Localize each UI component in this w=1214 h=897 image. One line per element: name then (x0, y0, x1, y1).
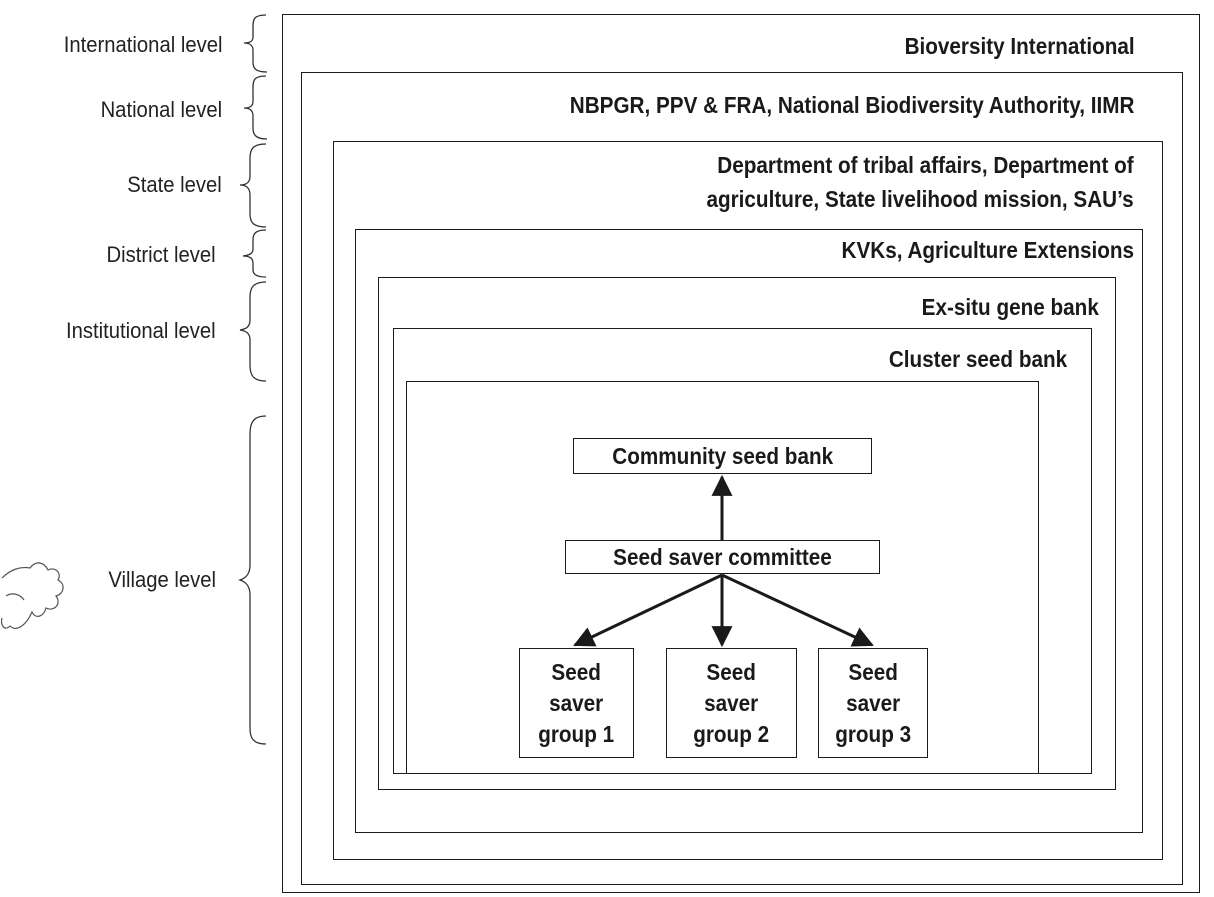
level-district: District level (106, 242, 216, 267)
community-seed-bank-label: Community seed bank (612, 442, 833, 469)
seed-saver-group-1-label: Seed saver group 1 (538, 658, 615, 747)
box-cluster-label: Cluster seed bank (888, 346, 1067, 372)
level-village: Village level (108, 567, 216, 592)
box-exsitu: Ex-situ gene bank (378, 277, 1116, 790)
box-state-label-1: Department of tribal affairs, Department… (717, 152, 1134, 178)
seed-saver-group-1: Seed saver group 1 (519, 648, 634, 758)
seed-saver-group-3-label: Seed saver group 3 (835, 658, 911, 747)
box-international: Bioversity International (282, 14, 1200, 893)
box-national: NBPGR, PPV & FRA, National Biodiversity … (301, 72, 1183, 885)
box-state-label-2: agriculture, State livelihood mission, S… (706, 186, 1134, 212)
box-village (406, 381, 1039, 774)
brace-icon (237, 14, 268, 745)
level-state: State level (127, 172, 222, 197)
box-national-label: NBPGR, PPV & FRA, National Biodiversity … (569, 92, 1134, 118)
box-district-label: KVKs, Agriculture Extensions (841, 237, 1134, 263)
village-map-icon (0, 562, 64, 629)
seed-saver-group-2: Seed saver group 2 (666, 648, 797, 758)
box-state: Department of tribal affairs, Department… (333, 141, 1163, 860)
box-international-label: Bioversity International (904, 33, 1135, 59)
box-district: KVKs, Agriculture Extensions (355, 229, 1143, 833)
community-seed-bank: Community seed bank (573, 438, 872, 474)
level-institutional: Institutional level (66, 318, 216, 343)
seed-saver-committee: Seed saver committee (565, 540, 880, 574)
box-exsitu-label: Ex-situ gene bank (921, 294, 1099, 320)
seed-saver-committee-label: Seed saver committee (613, 543, 832, 570)
arrow-icon (573, 474, 874, 648)
level-international: International level (63, 32, 222, 57)
level-national: National level (100, 97, 222, 122)
seed-saver-group-2-label: Seed saver group 2 (693, 658, 770, 747)
seed-saver-group-3: Seed saver group 3 (818, 648, 928, 758)
